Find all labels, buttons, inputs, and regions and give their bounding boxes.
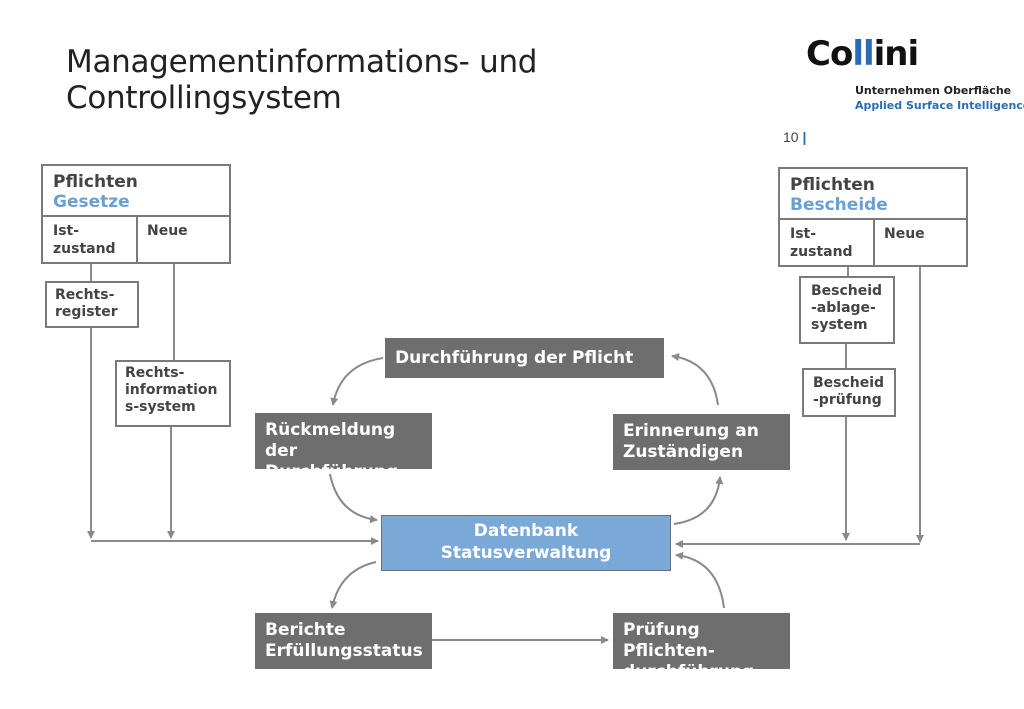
page-number: 10 |	[783, 129, 806, 145]
page-number-value: 10	[783, 129, 799, 145]
curve-bottom-right	[675, 551, 725, 609]
process-datenbank-box: Datenbank Statusverwaltung	[381, 515, 671, 571]
logo-word-part2: ini	[873, 34, 920, 74]
left-panel-title: Pflichten	[53, 172, 138, 192]
collini-logo: Collini	[806, 34, 920, 74]
logo-word-part1: Co	[806, 34, 853, 74]
curve-bottom-left	[329, 561, 377, 609]
curve-mid-left	[329, 473, 378, 524]
left-rechtsinformationssystem-box: Rechts- information s-system	[115, 360, 231, 427]
right-panel-subtitle: Bescheide	[790, 195, 888, 215]
logo-tagline-2: Applied Surface Intelligence	[855, 99, 1024, 112]
right-panel-istzustand: Ist- zustand	[790, 226, 853, 260]
curve-top-left	[330, 357, 384, 406]
process-pruefung-box: Prüfung Pflichten- durchführung	[613, 613, 790, 669]
right-panel-title: Pflichten	[790, 175, 875, 195]
right-panel-neue: Neue	[884, 226, 925, 242]
left-rechtsregister-box: Rechts- register	[45, 281, 139, 328]
logo-word-accent: ll	[852, 34, 874, 74]
logo-tagline-1: Unternehmen Oberfläche	[855, 84, 1012, 97]
page-title-line1: Managementinformations- und	[66, 44, 538, 80]
right-bescheidpruefung-box: Bescheid -prüfung	[802, 368, 896, 417]
left-panel-istzustand: Ist- zustand	[53, 223, 116, 257]
left-panel-subtitle: Gesetze	[53, 192, 130, 212]
process-berichte-box: Berichte Erfüllungsstatus	[255, 613, 432, 669]
page-number-bar: |	[802, 129, 807, 145]
page-title: Managementinformations- und Controllings…	[66, 44, 706, 116]
page-title-line2: Controllingsystem	[66, 80, 342, 116]
curve-top-right	[671, 353, 719, 406]
process-durchfuehrung-box: Durchführung der Pflicht	[385, 338, 664, 378]
process-erinnerung-box: Erinnerung an Zuständigen	[613, 414, 790, 470]
right-bescheidablagesystem-box: Bescheid -ablage- system	[799, 276, 895, 344]
left-duties-laws-panel: Pflichten Gesetze Ist- zustand Neue	[41, 164, 231, 264]
right-duties-notices-panel: Pflichten Bescheide Ist- zustand Neue	[778, 167, 968, 267]
left-panel-neue: Neue	[147, 223, 188, 239]
curve-mid-right	[673, 476, 724, 525]
process-rueckmeldung-box: Rückmeldung der Durchführung	[255, 413, 432, 469]
